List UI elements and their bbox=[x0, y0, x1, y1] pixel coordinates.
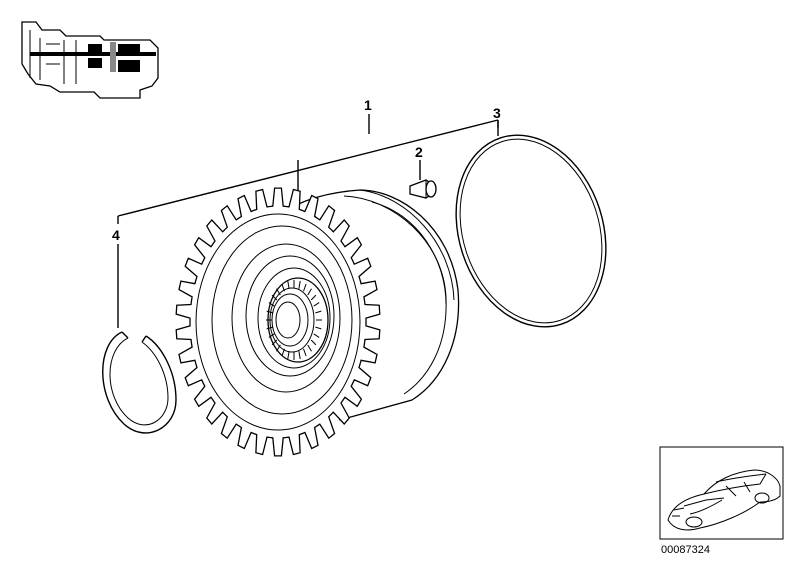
spline-tooth bbox=[268, 333, 275, 338]
spline-tooth bbox=[271, 339, 278, 346]
sprocket-gear bbox=[175, 187, 381, 457]
callout-3: 3 bbox=[493, 105, 501, 121]
car-thumbnail-icon bbox=[659, 446, 784, 540]
spline-tooth bbox=[303, 348, 307, 357]
spline-tooth bbox=[313, 333, 320, 338]
spline-tooth bbox=[310, 294, 317, 301]
snap-ring-part-4 bbox=[102, 331, 177, 434]
spline-tooth bbox=[266, 310, 273, 314]
spline-tooth bbox=[271, 294, 278, 301]
spline-tooth bbox=[303, 283, 307, 292]
spline-tooth bbox=[266, 326, 273, 330]
ring-part-3 bbox=[455, 134, 607, 328]
spline-tooth bbox=[298, 280, 301, 289]
spline-tooth bbox=[287, 351, 290, 360]
transmission-locator-icon bbox=[21, 21, 159, 99]
leader-lines bbox=[117, 114, 499, 328]
screw-part-2 bbox=[409, 179, 437, 199]
callout-1: 1 bbox=[364, 97, 372, 113]
callout-4: 4 bbox=[112, 227, 120, 243]
spline-tooth bbox=[310, 339, 317, 346]
spline-tooth bbox=[298, 351, 301, 360]
spline-tooth bbox=[313, 302, 320, 307]
spline-tooth bbox=[315, 326, 322, 330]
spline-tooth bbox=[268, 302, 275, 307]
spline-tooth bbox=[315, 310, 322, 314]
callout-2: 2 bbox=[415, 144, 423, 160]
document-number: 00087324 bbox=[661, 544, 710, 556]
spline-tooth bbox=[307, 344, 312, 352]
spline-tooth bbox=[287, 280, 290, 289]
spline-tooth bbox=[307, 288, 312, 296]
